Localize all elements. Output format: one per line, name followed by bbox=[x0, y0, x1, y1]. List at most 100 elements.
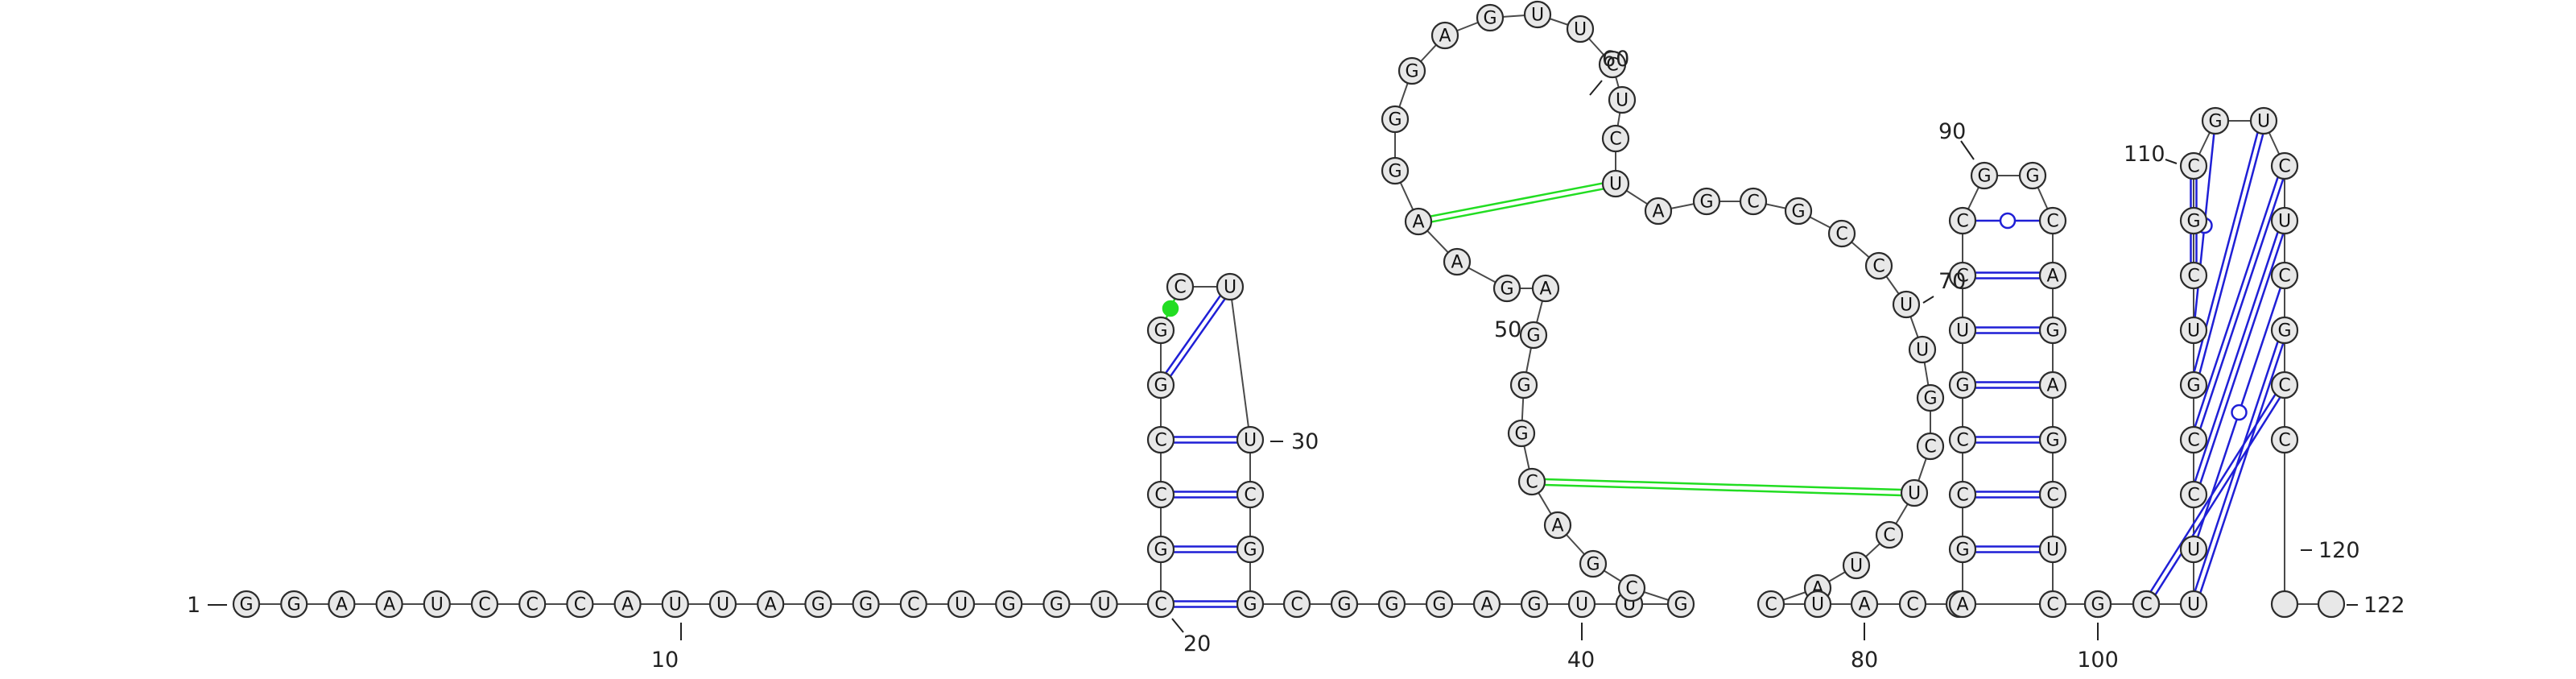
position-label-120: 120 bbox=[2318, 538, 2360, 563]
nucleotide-letter: G bbox=[2208, 112, 2222, 132]
position-label-1: 1 bbox=[187, 593, 200, 618]
nucleotide-87: C bbox=[1948, 425, 1977, 454]
nucleotide-60: U bbox=[1608, 85, 1637, 114]
nucleotide-67: C bbox=[1827, 219, 1856, 248]
nucleotide-36: A bbox=[1472, 590, 1501, 619]
nucleotide-letter: U bbox=[716, 595, 729, 615]
nucleotide-letter: A bbox=[383, 595, 395, 615]
nucleotide-96: G bbox=[2038, 316, 2067, 345]
nucleotide-letter: U bbox=[1531, 6, 1544, 26]
nucleotide-52: G bbox=[1381, 156, 1410, 185]
position-label-50: 50 bbox=[1494, 317, 1521, 342]
nucleotide-letter: A bbox=[765, 595, 777, 615]
nucleotide-letter: C bbox=[1924, 437, 1936, 457]
nucleotide-105: U bbox=[2179, 535, 2208, 564]
nucleotide-107: C bbox=[2179, 425, 2208, 454]
nucleotide-letter: G bbox=[1586, 555, 1600, 575]
nucleotide-letter: U bbox=[1574, 20, 1587, 40]
nucleotide-letter: A bbox=[1858, 595, 1870, 615]
base-pair-gu-wobble bbox=[1975, 212, 2040, 230]
nucleotide-74: C bbox=[1875, 520, 1904, 549]
nucleotide-letter: C bbox=[1765, 595, 1777, 615]
nucleotide-letter: C bbox=[2187, 267, 2199, 287]
nucleotide-4: A bbox=[375, 590, 403, 619]
nucleotide-10: U bbox=[661, 590, 689, 619]
nucleotide-58: U bbox=[1566, 14, 1595, 43]
nucleotide-letter: G bbox=[1243, 540, 1257, 561]
nucleotide-78: U bbox=[1803, 590, 1832, 619]
nucleotide-letter: C bbox=[2278, 376, 2290, 396]
nucleotide-24: G bbox=[1146, 371, 1175, 400]
position-tick bbox=[2165, 159, 2178, 164]
nucleotide-letter: C bbox=[2046, 486, 2058, 506]
nucleotide-69: U bbox=[1892, 290, 1921, 319]
position-label-10: 10 bbox=[651, 648, 679, 673]
nucleotide-35: G bbox=[1425, 590, 1454, 619]
nucleotide-79: A bbox=[1850, 590, 1879, 619]
position-label-40: 40 bbox=[1567, 648, 1595, 673]
nucleotide-letter: G bbox=[1405, 62, 1418, 82]
nucleotide-114: U bbox=[2249, 106, 2278, 135]
nucleotide-letter: G bbox=[2091, 595, 2104, 615]
nucleotide-91: C bbox=[1948, 206, 1977, 235]
nucleotide-111: G bbox=[2179, 206, 2208, 235]
nucleotide-letter: C bbox=[1174, 278, 1186, 298]
nucleotide-22: C bbox=[1146, 480, 1175, 509]
nucleotide-letter: C bbox=[907, 595, 919, 615]
nucleotide-62: U bbox=[1601, 169, 1630, 198]
nucleotide-letter: U bbox=[1811, 595, 1824, 615]
nucleotide-letter: C bbox=[1956, 431, 1968, 451]
nucleotide-letter: G bbox=[1517, 376, 1530, 396]
nucleotide-letter: U bbox=[1616, 91, 1629, 111]
nucleotide-122 bbox=[2317, 590, 2346, 619]
nucleotide-121 bbox=[2270, 590, 2299, 619]
nucleotide-14: G bbox=[852, 590, 880, 619]
nucleotide-letter: G bbox=[1699, 193, 1713, 213]
base-pair-pseudoknot bbox=[1430, 182, 1604, 223]
nucleotide-letter: C bbox=[1606, 56, 1618, 76]
base-pair-layer bbox=[1162, 132, 2285, 608]
nucleotide-letter: U bbox=[1900, 296, 1913, 316]
nucleotide-85: G bbox=[1948, 535, 1977, 564]
nucleotide-1: G bbox=[232, 590, 261, 619]
nucleotide-72: C bbox=[1916, 432, 1945, 461]
nucleotide-3: A bbox=[328, 590, 356, 619]
nucleotide-letter: C bbox=[1872, 257, 1885, 277]
nucleotide-letter: A bbox=[1412, 213, 1424, 233]
nucleotide-97: A bbox=[2038, 371, 2067, 400]
nucleotide-29: C bbox=[1236, 480, 1265, 509]
nucleotide-letter: C bbox=[2046, 595, 2058, 615]
nucleotide-letter: U bbox=[1908, 484, 1921, 504]
base-pair-non-canonical bbox=[1162, 298, 1179, 319]
nucleotide-7: C bbox=[518, 590, 547, 619]
nucleotide-8: C bbox=[566, 590, 594, 619]
nucleotide-letter: U bbox=[2257, 112, 2270, 132]
position-label-90: 90 bbox=[1938, 119, 1966, 144]
nucleotide-letter: C bbox=[1525, 473, 1538, 493]
nucleotide-letter: G bbox=[1527, 595, 1541, 615]
nucleotide-letter: A bbox=[1652, 202, 1664, 222]
nucleotide-letter: U bbox=[1956, 321, 1969, 342]
nucleotide-letter: G bbox=[1050, 595, 1063, 615]
nucleotide-letter: C bbox=[2187, 157, 2199, 177]
nucleotide-letter: A bbox=[336, 595, 348, 615]
nucleotide-letter: C bbox=[574, 595, 586, 615]
nucleotide-94: C bbox=[2038, 206, 2067, 235]
nucleotide-15: C bbox=[899, 590, 927, 619]
position-tick bbox=[1589, 80, 1603, 96]
nucleotide-86: C bbox=[1948, 480, 1977, 509]
nucleotide-letter: G bbox=[1154, 321, 1167, 342]
nucleotide-letter: G bbox=[2046, 431, 2059, 451]
position-label-110: 110 bbox=[2124, 142, 2165, 167]
nucleotide-33: G bbox=[1330, 590, 1359, 619]
nucleotide-90: C bbox=[1948, 261, 1977, 290]
nucleotide-2: G bbox=[280, 590, 308, 619]
nucleotide-letter: C bbox=[2046, 212, 2058, 232]
nucleotide-letter: G bbox=[1154, 540, 1167, 561]
nucleotide-letter: U bbox=[1916, 341, 1929, 361]
nucleotide-49: G bbox=[1492, 274, 1521, 303]
position-label-30: 30 bbox=[1291, 429, 1319, 454]
nucleotide-77: C bbox=[1757, 590, 1785, 619]
